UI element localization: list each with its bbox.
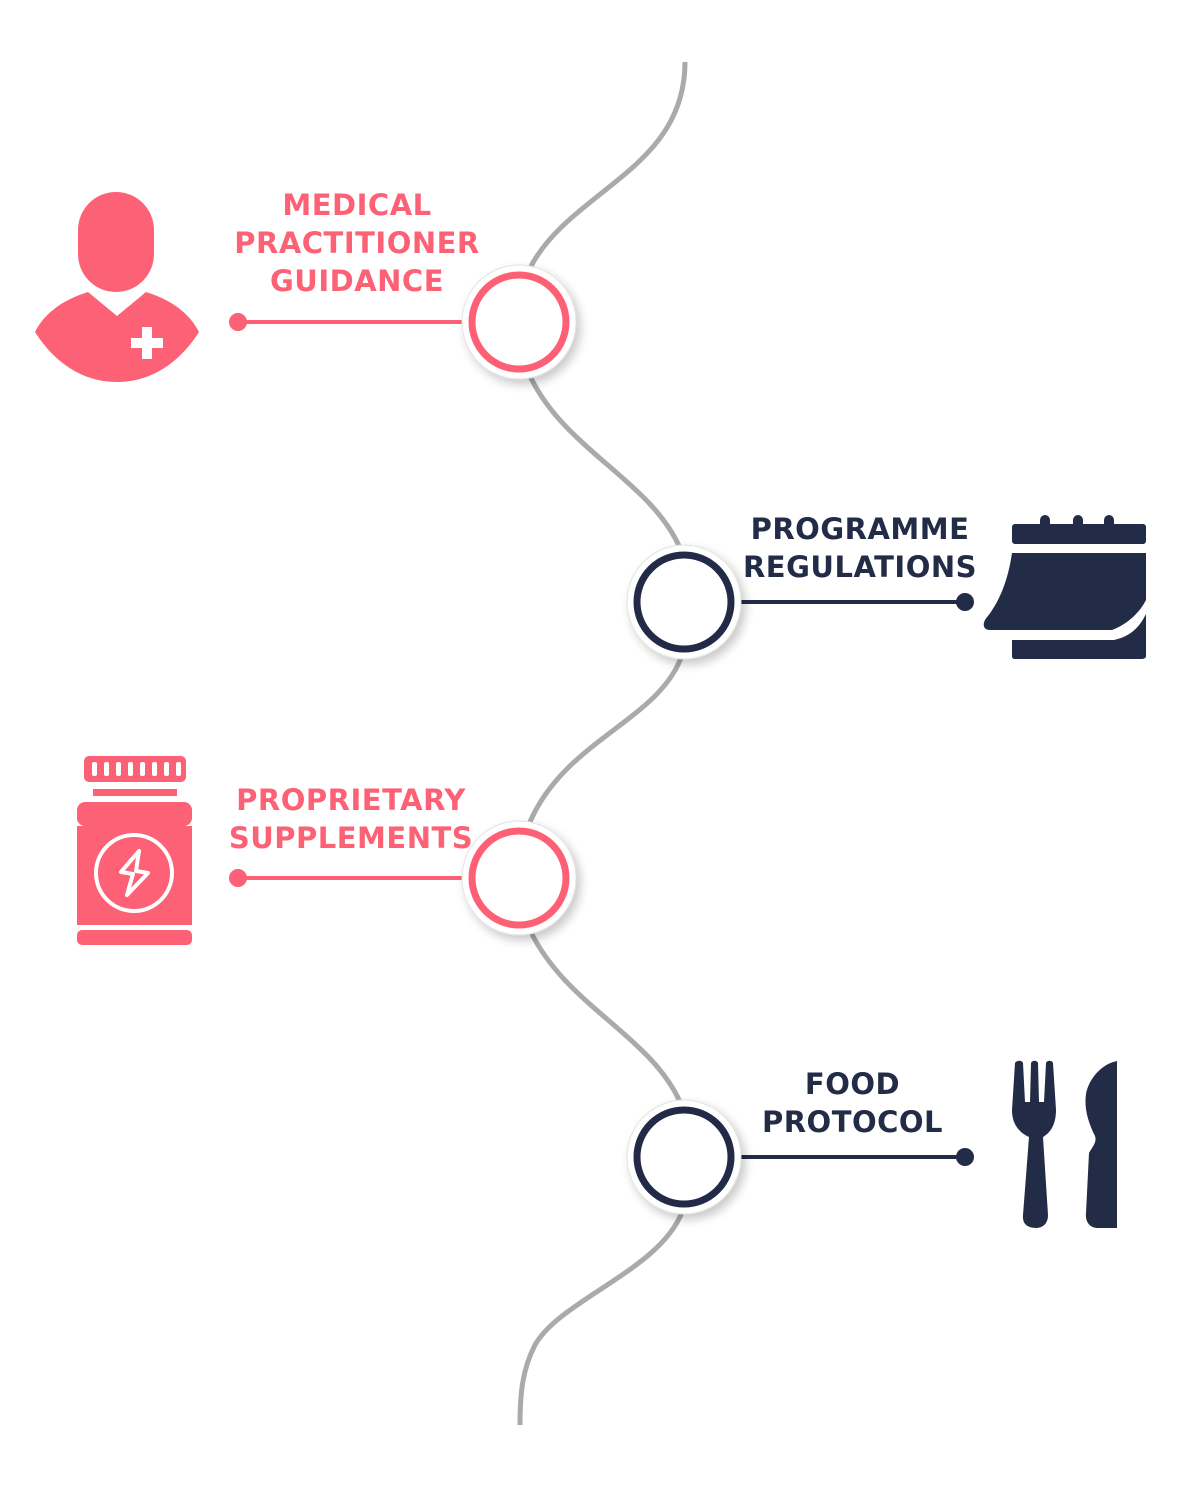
label-medical-line-3: GUIDANCE — [269, 264, 445, 298]
node-supplements[interactable] — [461, 820, 577, 936]
doctor-icon — [35, 192, 199, 382]
label-supplements: PROPRIETARY SUPPLEMENTS — [226, 781, 476, 857]
connector-dot-programme — [956, 593, 974, 611]
connector-dot-food — [956, 1148, 974, 1166]
label-food: FOOD PROTOCOL — [735, 1065, 970, 1141]
step-food — [626, 1060, 1117, 1228]
label-food-line-2: PROTOCOL — [761, 1105, 944, 1139]
node-food[interactable] — [626, 1099, 742, 1215]
node-programme[interactable] — [626, 544, 742, 660]
label-programme: PROGRAMME REGULATIONS — [740, 510, 980, 586]
label-food-line-1: FOOD — [804, 1067, 901, 1101]
label-medical-line-1: MEDICAL — [282, 188, 432, 222]
calendar-icon — [983, 515, 1146, 659]
step-programme — [626, 515, 1146, 660]
connector-dot-medical — [229, 313, 247, 331]
supplement-bottle-icon — [77, 756, 192, 945]
label-supplements-line-1: PROPRIETARY — [236, 783, 466, 817]
step-medical — [35, 192, 577, 382]
label-programme-line-1: PROGRAMME — [750, 512, 970, 546]
label-programme-line-2: REGULATIONS — [742, 550, 978, 584]
node-medical[interactable] — [461, 264, 577, 380]
step-supplements — [77, 756, 577, 945]
timeline-curve — [517, 61, 688, 1426]
label-medical-line-2: PRACTITIONER — [234, 226, 480, 260]
label-medical: MEDICAL PRACTITIONER GUIDANCE — [232, 186, 482, 300]
label-supplements-line-2: SUPPLEMENTS — [228, 821, 474, 855]
fork-knife-icon — [1012, 1060, 1117, 1228]
connector-dot-supplements — [229, 869, 247, 887]
